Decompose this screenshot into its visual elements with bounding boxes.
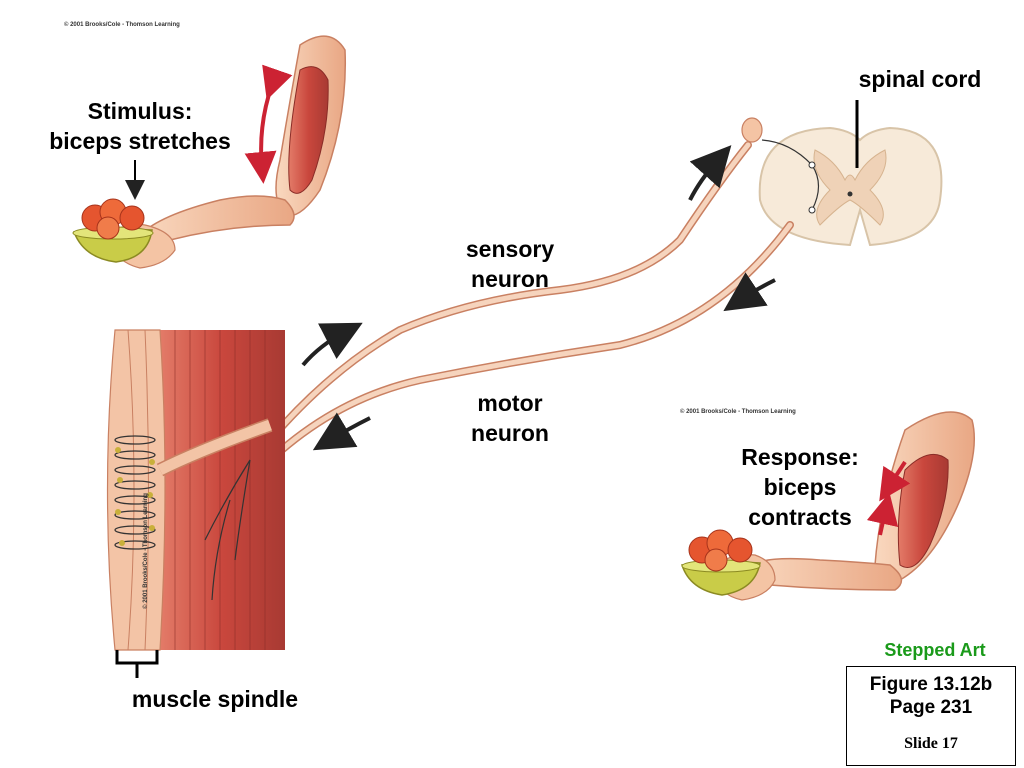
stimulus-detail: biceps stretches	[49, 128, 231, 154]
copyright-right: © 2001 Brooks/Cole - Thomson Learning	[680, 409, 796, 415]
page-number: Page 231	[889, 697, 973, 718]
spinal-cord-section	[741, 117, 943, 247]
sensory-neuron-line2: neuron	[471, 266, 549, 292]
response-line3: contracts	[748, 504, 852, 530]
figure-reference-box: Figure 13.12b Page 231 Slide 17	[846, 666, 1016, 766]
stretched-arm-illustration	[72, 35, 347, 269]
response-label: Response: biceps contracts	[720, 442, 880, 532]
motor-neuron-line2: neuron	[471, 420, 549, 446]
muscle-spindle-bracket	[115, 650, 159, 678]
muscle-spindle-label: muscle spindle	[131, 686, 299, 712]
response-title: Response:	[741, 444, 859, 470]
contracted-arm-illustration	[681, 411, 976, 601]
sensory-neuron-label: sensory neuron	[440, 234, 580, 294]
nerve-fibers	[256, 141, 794, 474]
muscle-spindle-illustration	[106, 329, 285, 651]
stimulus-title: Stimulus:	[87, 98, 193, 124]
stepped-art-label: Stepped Art	[884, 640, 986, 660]
stimulus-label: Stimulus: biceps stretches	[40, 96, 240, 156]
sensory-neuron-line1: sensory	[465, 236, 555, 262]
motor-neuron-label: motor neuron	[440, 388, 580, 448]
copyright-top: © 2001 Brooks/Cole - Thomson Learning	[64, 22, 180, 28]
figure-number: Figure 13.12b	[869, 674, 993, 695]
spinal-cord-label: spinal cord	[858, 66, 982, 92]
motor-neuron-line1: motor	[477, 390, 543, 416]
copyright-vertical: © 2001 Brooks/Cole - Thomson Learning	[143, 493, 149, 609]
response-line2: biceps	[763, 474, 837, 500]
slide-number: Slide 17	[904, 735, 958, 752]
